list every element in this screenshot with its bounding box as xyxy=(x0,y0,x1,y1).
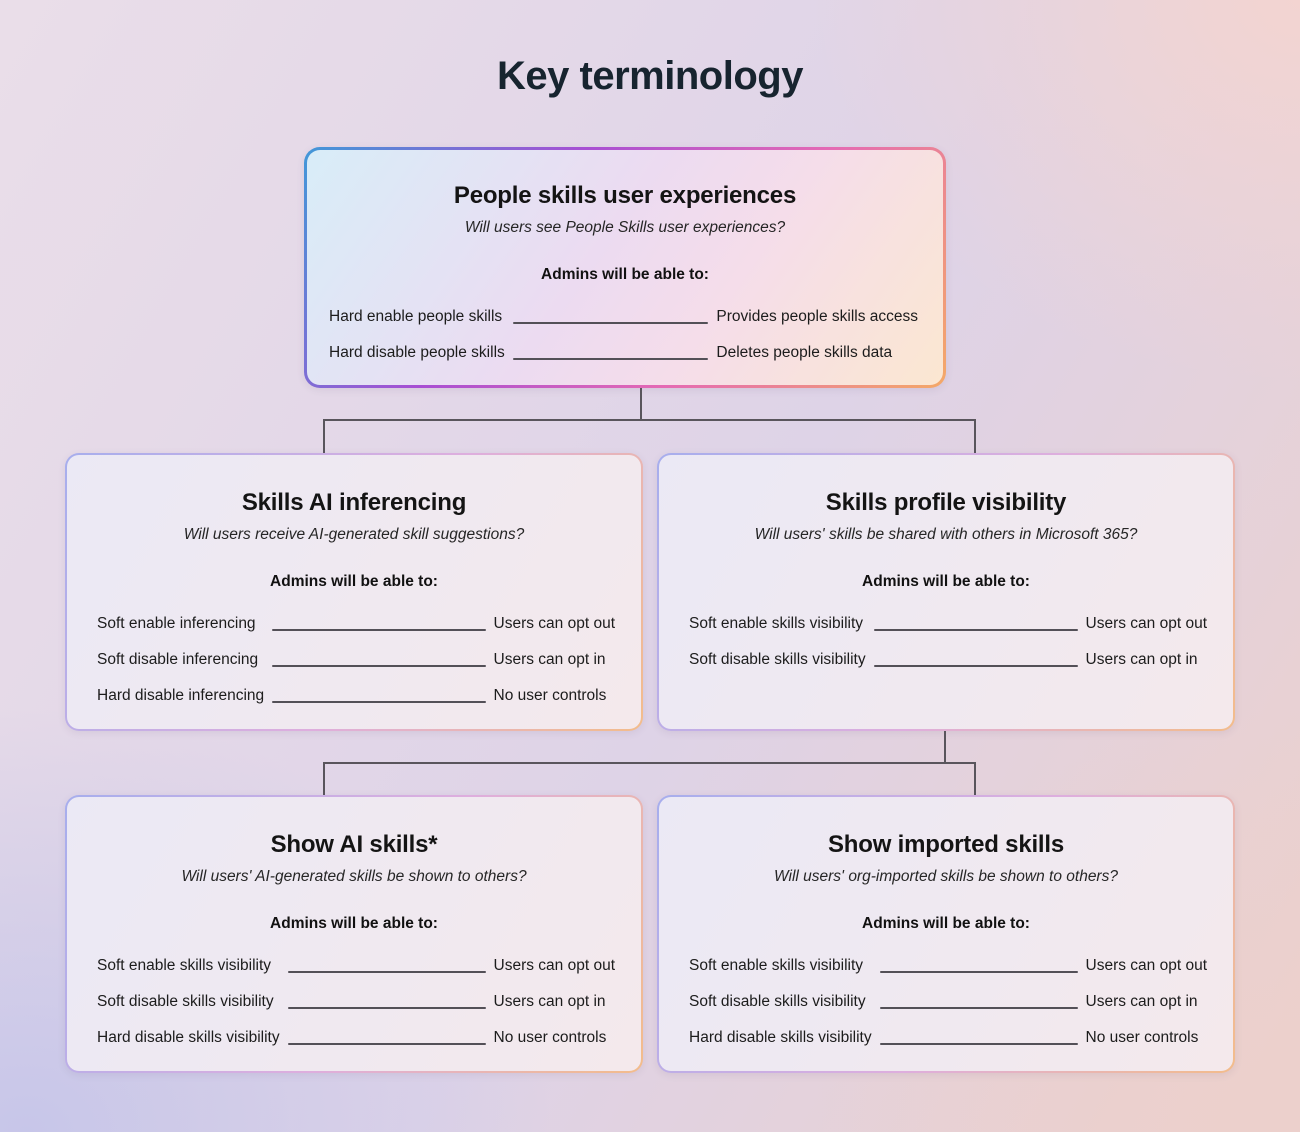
card-title: Skills profile visibility xyxy=(825,489,1067,516)
dash-rule xyxy=(512,358,709,360)
dash-rule xyxy=(272,701,486,703)
action-label: Hard enable people skills xyxy=(329,308,503,325)
card-title: People skills user experiences xyxy=(453,182,797,209)
connector-root-stem xyxy=(640,388,642,420)
action-label: Soft enable skills visibility xyxy=(689,615,864,632)
card-people-skills-user-experiences: People skills user experiences Will user… xyxy=(304,147,946,388)
dash-rule xyxy=(879,971,1078,973)
effect-label: Provides people skills access xyxy=(716,308,918,325)
effect-label: No user controls xyxy=(493,687,607,704)
effect-label: No user controls xyxy=(493,1029,607,1046)
dash-rule xyxy=(272,665,486,667)
card-question: Will users' AI-generated skills be shown… xyxy=(181,868,527,885)
card-question: Will users' org-imported skills be shown… xyxy=(774,868,1118,885)
admins-heading: Admins will be able to: xyxy=(270,915,438,932)
connector-visibility-drop-right xyxy=(974,762,976,795)
dash-rule xyxy=(873,665,1078,667)
effect-label: Users can opt in xyxy=(1085,651,1198,668)
admins-heading: Admins will be able to: xyxy=(862,573,1030,590)
card-title: Show AI skills* xyxy=(270,831,438,858)
connector-root-bar xyxy=(323,419,976,421)
term-rows: Soft enable inferencing Users can opt ou… xyxy=(67,614,641,706)
action-label: Soft disable inferencing xyxy=(97,651,259,668)
action-label: Soft disable skills visibility xyxy=(97,993,274,1010)
card-question: Will users see People Skills user experi… xyxy=(464,219,786,236)
card-question: Will users receive AI-generated skill su… xyxy=(183,526,525,543)
admins-heading: Admins will be able to: xyxy=(862,915,1030,932)
card-title: Show imported skills xyxy=(827,831,1065,858)
effect-label: Users can opt out xyxy=(1085,615,1207,632)
admins-heading: Admins will be able to: xyxy=(270,573,438,590)
dash-rule xyxy=(879,1007,1078,1009)
effect-label: Users can opt in xyxy=(1085,993,1198,1010)
action-label: Soft enable skills visibility xyxy=(97,957,272,974)
effect-label: Users can opt out xyxy=(493,957,615,974)
admins-heading: Admins will be able to: xyxy=(541,266,709,283)
card-question: Will users' skills be shared with others… xyxy=(754,526,1138,543)
card-skills-ai-inferencing: Skills AI inferencing Will users receive… xyxy=(65,453,643,731)
dash-rule xyxy=(287,1043,486,1045)
connector-root-drop-right xyxy=(974,419,976,453)
effect-label: Users can opt in xyxy=(493,993,606,1010)
effect-label: Users can opt out xyxy=(493,615,615,632)
action-label: Soft disable skills visibility xyxy=(689,993,866,1010)
term-rows: Soft enable skills visibility Users can … xyxy=(659,956,1233,1048)
dash-rule xyxy=(287,1007,486,1009)
dash-rule xyxy=(512,322,709,324)
dash-rule xyxy=(272,629,486,631)
connector-root-drop-left xyxy=(323,419,325,453)
action-label: Hard disable skills visibility xyxy=(97,1029,280,1046)
action-label: Hard disable skills visibility xyxy=(689,1029,872,1046)
effect-label: Users can opt out xyxy=(1085,957,1207,974)
effect-label: Users can opt in xyxy=(493,651,606,668)
connector-visibility-stem xyxy=(944,731,946,763)
term-rows: Hard enable people skills Provides peopl… xyxy=(307,307,943,363)
page-title: Key terminology xyxy=(497,54,803,98)
card-show-imported-skills: Show imported skills Will users' org-imp… xyxy=(657,795,1235,1073)
action-label: Hard disable inferencing xyxy=(97,687,265,704)
card-show-ai-skills: Show AI skills* Will users' AI-generated… xyxy=(65,795,643,1073)
connector-visibility-drop-left xyxy=(323,762,325,795)
action-label: Hard disable people skills xyxy=(329,344,505,361)
dash-rule xyxy=(879,1043,1078,1045)
action-label: Soft enable skills visibility xyxy=(689,957,864,974)
effect-label: No user controls xyxy=(1085,1029,1199,1046)
action-label: Soft disable skills visibility xyxy=(689,651,866,668)
card-skills-profile-visibility: Skills profile visibility Will users' sk… xyxy=(657,453,1235,731)
effect-label: Deletes people skills data xyxy=(716,344,893,361)
term-rows: Soft enable skills visibility Users can … xyxy=(659,614,1233,670)
dash-rule xyxy=(287,971,486,973)
card-title: Skills AI inferencing xyxy=(241,489,467,516)
dash-rule xyxy=(873,629,1078,631)
connector-visibility-bar xyxy=(323,762,976,764)
term-rows: Soft enable skills visibility Users can … xyxy=(67,956,641,1048)
action-label: Soft enable inferencing xyxy=(97,615,256,632)
